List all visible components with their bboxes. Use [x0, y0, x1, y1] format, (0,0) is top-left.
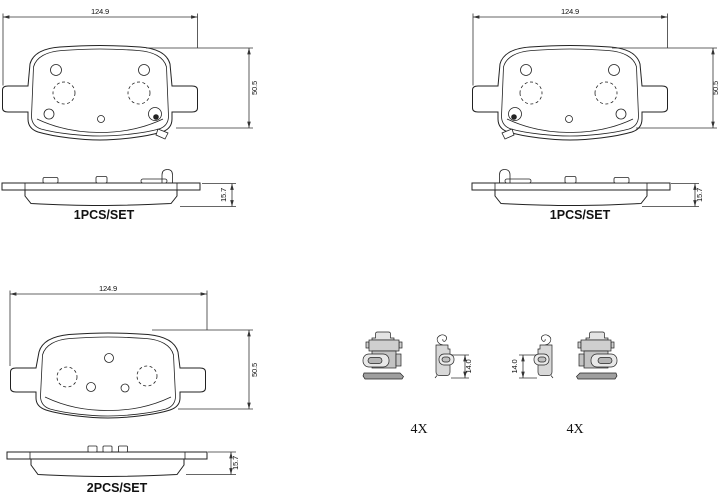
dimension-clip-height-left: 14.0 [451, 354, 473, 379]
dimension-thickness: 15.7 [186, 451, 240, 475]
pad-side-view [1, 169, 201, 206]
retaining-clip-side-view [434, 334, 455, 379]
clip-quantity-label: 4X [566, 422, 583, 437]
thickness-dimension-value: 15.7 [231, 456, 240, 470]
piston-contact-circle [56, 366, 78, 388]
set-quantity-label: 1PCS/SET [74, 208, 135, 222]
clip-height-dimension-value: 14.0 [464, 360, 473, 374]
clip-quantity-label: 4X [410, 422, 427, 437]
pad-backplate-outline [10, 332, 206, 419]
mounting-hole [104, 353, 114, 363]
width-dimension-value: 124.9 [561, 7, 579, 16]
set-quantity-label: 2PCS/SET [87, 481, 148, 495]
height-dimension-value: 50.5 [250, 363, 259, 377]
width-dimension-value: 124.9 [91, 7, 109, 16]
rivet-hole [120, 383, 130, 393]
backplate-edge [6, 451, 208, 460]
friction-chamfer-arc [44, 396, 172, 411]
pad-front-view [2, 45, 198, 141]
retaining-clip-side-view-mirrored [533, 334, 554, 379]
thickness-dimension-value: 15.7 [219, 188, 228, 202]
height-dimension-value: 50.5 [711, 81, 720, 95]
width-dimension-value: 124.9 [99, 284, 117, 293]
pad-front-view [10, 332, 206, 419]
height-dimension-value: 50.5 [250, 81, 259, 95]
view-fitting-kit: 14.0 14.0 4X 4X [362, 331, 618, 437]
dimension-thickness: 15.7 [180, 183, 236, 207]
retaining-clip-front-view [362, 331, 404, 380]
pad-side-view [6, 445, 208, 478]
dimension-width: 124.9 [472, 7, 668, 86]
pad-side-view-mirrored [471, 169, 671, 206]
retainer-tab [87, 445, 98, 453]
pad-front-view-mirrored [472, 45, 668, 141]
dimension-height: 50.5 [152, 329, 259, 410]
retainer-tab [102, 445, 113, 453]
retaining-clip-front-view-mirrored [576, 331, 618, 380]
dimension-width: 124.9 [9, 284, 208, 366]
thickness-dimension-value: 15.7 [695, 188, 704, 202]
dimension-height: 50.5 [146, 47, 259, 129]
rivet-hole [86, 382, 96, 392]
dimension-clip-height-right: 14.0 [510, 354, 537, 379]
dimension-thickness: 15.7 [642, 183, 704, 207]
friction-material-outline [40, 336, 176, 417]
retainer-tab [118, 445, 128, 453]
clip-height-dimension-value: 14.0 [510, 360, 519, 374]
view-pad-inner: 124.9 50.5 15.7 2PCS/SET [6, 284, 259, 495]
view-pad-outer-left: 124.9 50.5 15.7 1PCS/SET [1, 7, 259, 222]
view-pad-outer-right: 124.9 50.5 15.7 1PCS/SET [471, 7, 720, 222]
dimension-height: 50.5 [612, 47, 720, 129]
friction-material-edge [30, 458, 185, 478]
dimension-width: 124.9 [2, 7, 198, 86]
piston-contact-circle [136, 365, 158, 387]
set-quantity-label: 1PCS/SET [550, 208, 611, 222]
